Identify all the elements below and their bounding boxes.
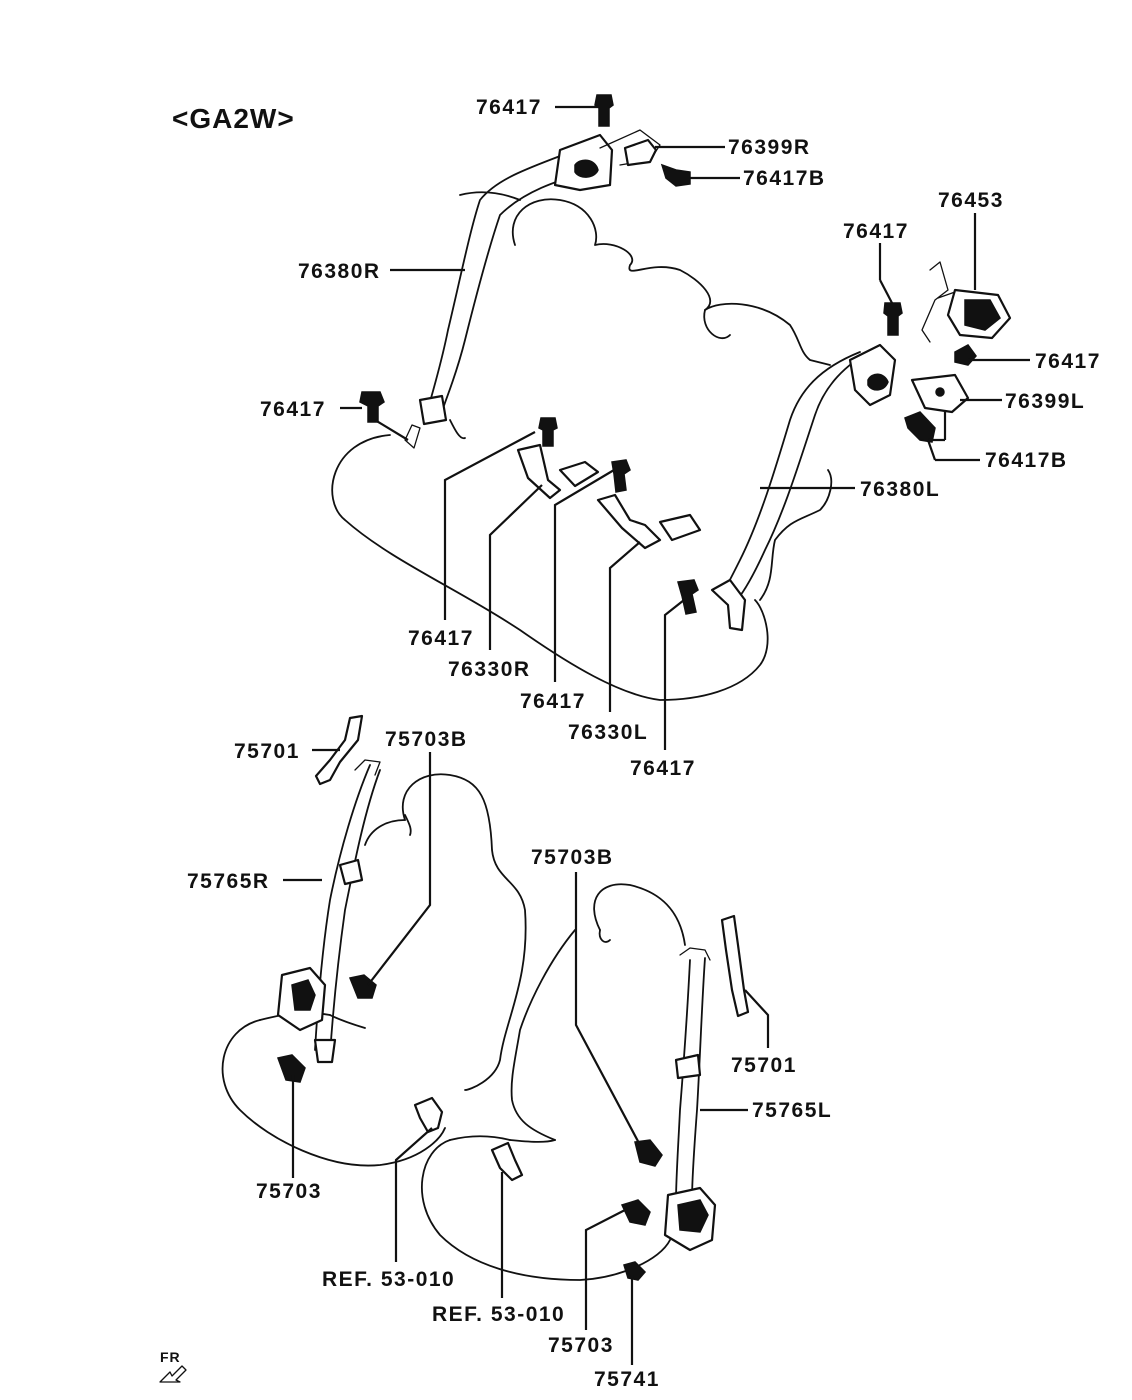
buckle-76330L <box>596 459 702 550</box>
arrow-icon <box>159 1365 187 1383</box>
front-direction-indicator: FR <box>159 1349 187 1383</box>
seat-belt-75765R <box>276 759 381 1064</box>
label-75703B-right: 75703B <box>531 846 614 869</box>
anchor-75701-right <box>720 914 750 1018</box>
bolt-75703B-right <box>634 1139 663 1167</box>
bolt-75703B-left <box>348 974 377 999</box>
label-75765R: 75765R <box>187 870 270 893</box>
retractor-76453 <box>921 261 1012 343</box>
label-76417-top: 76417 <box>476 96 542 119</box>
bolt-75703-left <box>277 1054 306 1083</box>
label-76330L: 76330L <box>568 721 648 744</box>
label-76399L: 76399L <box>1005 390 1085 413</box>
seat-belt-76380R <box>404 129 661 449</box>
label-76380L: 76380L <box>860 478 940 501</box>
diagram-title: <GA2W> <box>172 103 295 134</box>
leader-lines <box>283 105 1030 1365</box>
label-76330R: 76330R <box>448 658 531 681</box>
cover-75741 <box>623 1261 647 1281</box>
buckle-ref-53-010-a <box>413 1096 444 1134</box>
label-75765L: 75765L <box>752 1099 832 1122</box>
label-76380R: 76380R <box>298 260 381 283</box>
label-76417-bottom-3: 76417 <box>630 757 696 780</box>
label-76417B-right: 76417B <box>985 449 1068 472</box>
bolt-76417B-top <box>660 163 691 187</box>
bracket-76399L <box>910 373 970 414</box>
front-seat-right-outline <box>221 773 527 1167</box>
bolt-76417-right-upper <box>883 302 903 336</box>
label-76417B-top: 76417B <box>743 167 826 190</box>
seat-belt-76380L <box>710 343 897 632</box>
label-75701-left: 75701 <box>234 740 300 763</box>
label-76417-right-upper: 76417 <box>843 220 909 243</box>
label-76399R: 76399R <box>728 136 811 159</box>
bolt-76417-top <box>594 94 614 127</box>
label-76417-left: 76417 <box>260 398 326 421</box>
label-75701-right: 75701 <box>731 1054 797 1077</box>
label-76417-right-side: 76417 <box>1035 350 1101 373</box>
buckle-ref-53-010-b <box>490 1141 524 1182</box>
bolt-76417-right-side <box>954 344 977 366</box>
bolt-76417-left <box>359 391 385 423</box>
label-75741: 75741 <box>594 1368 660 1391</box>
label-76417-bottom-2: 76417 <box>520 690 586 713</box>
label-ref-53-010-b: REF. 53-010 <box>432 1303 565 1326</box>
label-ref-53-010-a: REF. 53-010 <box>322 1268 455 1291</box>
buckle-76330R <box>516 417 600 500</box>
label-75703-left: 75703 <box>256 1180 322 1203</box>
fr-label: FR <box>160 1349 181 1365</box>
seat-belt-75765L <box>663 947 717 1252</box>
label-75703B-left: 75703B <box>385 728 468 751</box>
bolt-75703-right <box>620 1199 651 1226</box>
label-76453: 76453 <box>938 189 1004 212</box>
label-76417-bottom-1: 76417 <box>408 627 474 650</box>
bolt-76417-bottom-right <box>677 579 699 615</box>
label-75703-right: 75703 <box>548 1334 614 1357</box>
bolt-76417B-right <box>904 411 936 443</box>
bracket-76399R <box>623 138 658 167</box>
rear-seat-outline <box>331 191 833 701</box>
